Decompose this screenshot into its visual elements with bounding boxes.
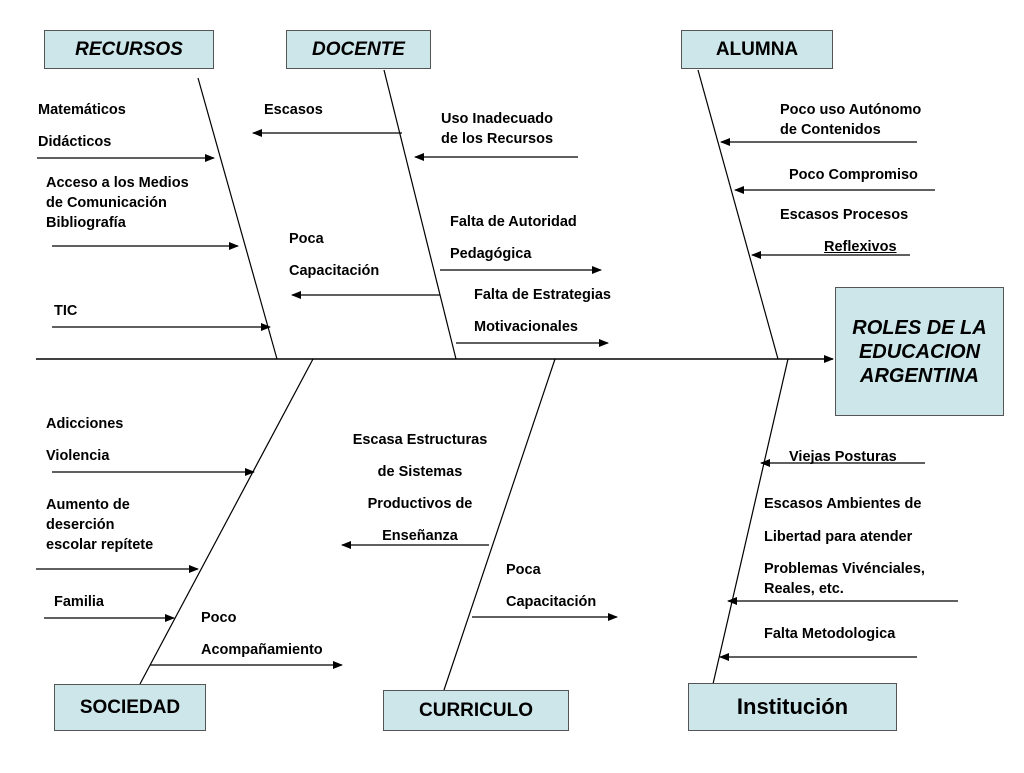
cause-poco: Poco <box>201 610 237 626</box>
effect-label: ROLES DE LA EDUCACION ARGENTINA <box>852 316 987 387</box>
bone-recursos <box>197 77 278 360</box>
cause-uso-inadecuado: Uso Inadecuado de los Recursos <box>441 111 554 147</box>
cause-falta-estrategias: Falta de Estrategias <box>474 287 611 303</box>
bone-curriculo <box>443 358 556 691</box>
category-sociedad: SOCIEDAD <box>54 684 206 731</box>
cause-viejas-posturas: Viejas Posturas <box>789 449 897 465</box>
category-alumna: ALUMNA <box>681 30 833 69</box>
cause-falta-autoridad: Falta de Autoridad <box>450 214 577 230</box>
bone-docente <box>383 69 457 360</box>
cause-escasos-ambientes: Escasos Ambientes de <box>764 496 922 512</box>
category-recursos: RECURSOS <box>44 30 214 69</box>
cause-acompanamiento: Acompañamiento <box>201 642 323 658</box>
cause-libertad: Libertad para atender <box>764 529 913 545</box>
cause-adicciones: Adicciones <box>46 416 124 432</box>
cause-motivacionales: Motivacionales <box>474 319 578 335</box>
cause-poco-compromiso: Poco Compromiso <box>789 167 918 183</box>
bone-sociedad <box>139 358 314 685</box>
cause-pedagogica: Pedagógica <box>450 246 532 262</box>
cause-desercion: Aumento de deserción escolar repítete <box>46 497 154 553</box>
cause-ensenanza: Enseñanza <box>382 528 458 544</box>
cause-productivos: Productivos de <box>367 496 473 512</box>
category-curriculo: CURRICULO <box>383 690 569 731</box>
cause-escasa-estructuras: Escasa Estructuras <box>352 432 488 448</box>
cause-escasos: Escasos <box>264 102 323 118</box>
cause-familia: Familia <box>54 594 104 610</box>
cause-violencia: Violencia <box>46 448 110 464</box>
cause-acceso: Acceso a los Medios de Comunicación Bibl… <box>46 175 189 231</box>
cause-reflexivos: Reflexivos <box>824 239 897 255</box>
category-docente: DOCENTE <box>286 30 431 69</box>
bone-institucion <box>712 358 789 685</box>
cause-curriculo-capacitacion: Capacitación <box>506 594 597 610</box>
cause-falta-metodologica: Falta Metodologica <box>764 626 896 642</box>
cause-de-sistemas: de Sistemas <box>377 464 463 480</box>
cause-poca: Poca <box>289 231 324 247</box>
cause-tic: TIC <box>54 303 78 319</box>
effect-box: ROLES DE LA EDUCACION ARGENTINA <box>835 287 1004 416</box>
cause-problemas: Problemas Vivénciales, Reales, etc. <box>764 561 925 597</box>
cause-capacitacion: Capacitación <box>289 263 380 279</box>
cause-didacticos: Didácticos <box>38 134 112 150</box>
cause-curriculo-poca: Poca <box>506 562 541 578</box>
cause-escasos-procesos: Escasos Procesos <box>780 207 909 223</box>
cause-matematicos: Matemáticos <box>38 102 126 118</box>
category-institucion: Institución <box>688 683 897 731</box>
cause-poco-uso: Poco uso Autónomo de Contenidos <box>780 102 922 138</box>
bone-alumna <box>697 69 779 360</box>
